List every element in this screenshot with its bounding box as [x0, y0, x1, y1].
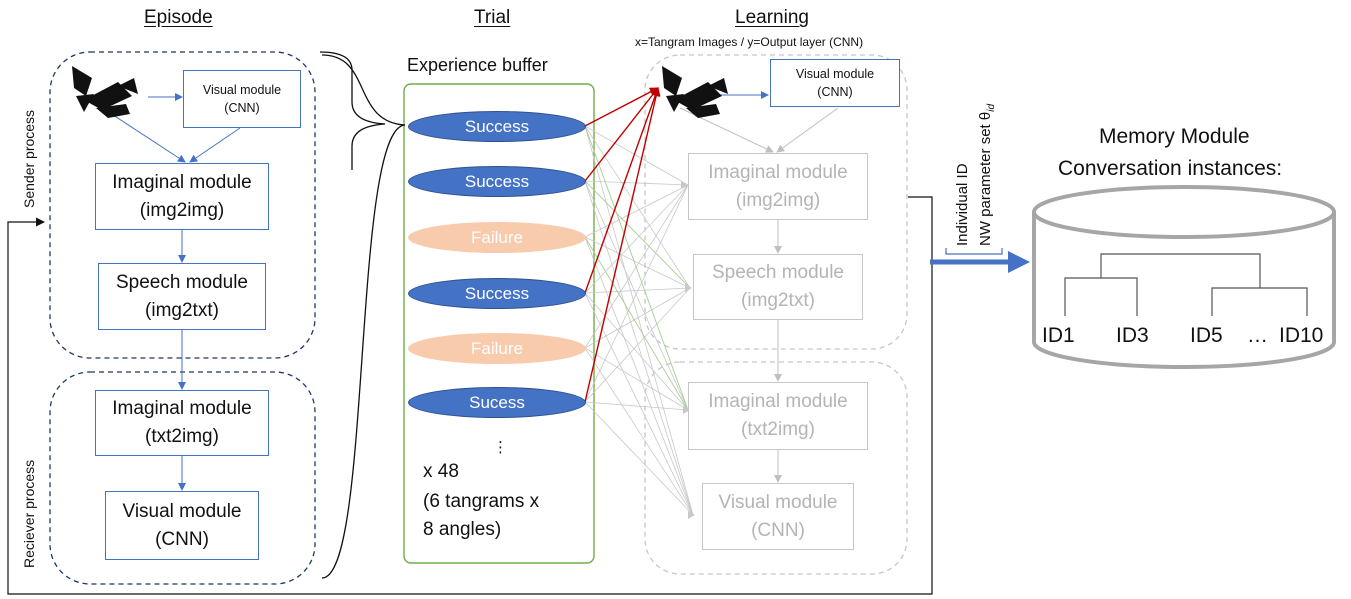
- transfer-arrow: [1008, 251, 1030, 273]
- transfer-label-parameter-set: NW parameter set θid: [977, 103, 997, 246]
- parameter-set-subscript: id: [986, 103, 997, 112]
- experience-buffer-box: [403, 83, 595, 564]
- module-name: Imaginal module: [708, 161, 848, 183]
- tangram-image-episode: [72, 66, 138, 118]
- episode-imaginal-module-sender: Imaginal module (img2img): [95, 163, 269, 230]
- episode-header: Episode: [144, 7, 213, 28]
- memory-id-3: ID3: [1116, 324, 1149, 347]
- module-name: Imaginal module: [112, 398, 252, 420]
- module-name: Speech module: [115, 271, 249, 293]
- learning-visual-module-bottom: Visual module (CNN): [702, 483, 854, 550]
- module-name: Visual module: [202, 82, 282, 97]
- module-type: (img2txt): [145, 299, 219, 321]
- buffer-item-5: Failure: [408, 333, 586, 364]
- sender-process-label: Sender process: [21, 109, 37, 208]
- buffer-fanout-lines: [584, 125, 694, 516]
- module-name: Speech module: [711, 262, 845, 284]
- buffer-ellipsis: ⋮: [493, 439, 508, 456]
- receiver-process-label: Reciever process: [21, 459, 37, 568]
- buffer-item-4: Success: [408, 278, 586, 309]
- sender-brace: [319, 51, 386, 170]
- module-type: (img2txt): [741, 290, 815, 311]
- module-type: (CNN): [224, 101, 260, 115]
- episode-visual-module-bottom: Visual module (CNN): [105, 491, 259, 560]
- learning-speech-module: Speech module (img2txt): [693, 254, 863, 320]
- module-type: (txt2img): [145, 426, 219, 447]
- buffer-item-3: Failure: [408, 222, 586, 253]
- learning-caption: x=Tangram Images / y=Output layer (CNN): [635, 35, 864, 49]
- module-type: (CNN): [155, 528, 209, 550]
- memory-title-line2: Conversation instances:: [1058, 157, 1283, 180]
- feedback-loop-line: [7, 196, 933, 595]
- buffer-note-line2: 8 angles): [423, 519, 502, 540]
- dendrogram: [1064, 253, 1308, 316]
- memory-id-1: ID1: [1042, 324, 1075, 347]
- sender-process-group: [49, 51, 316, 359]
- transfer-bracket: [945, 248, 1003, 255]
- episode-imaginal-module-receiver: Imaginal module (txt2img): [95, 390, 269, 456]
- experience-buffer-title: Experience buffer: [407, 55, 548, 75]
- buffer-item-6: Sucess: [408, 387, 586, 418]
- module-type: (CNN): [817, 85, 853, 99]
- buffer-item-2: Success: [408, 166, 586, 197]
- trial-header: Trial: [474, 7, 511, 28]
- module-name: Imaginal module: [708, 391, 848, 413]
- module-type: (CNN): [751, 519, 805, 541]
- memory-id-ellipsis: …: [1247, 324, 1268, 347]
- parameter-set-text: NW parameter set θ: [977, 111, 994, 246]
- tangram-image-learning: [662, 66, 728, 118]
- episode-visual-module-top: Visual module (CNN): [183, 70, 301, 128]
- success-to-image-links: [584, 87, 661, 403]
- module-name: Visual module: [795, 66, 875, 81]
- module-type: (txt2img): [741, 419, 815, 440]
- memory-id-10: ID10: [1279, 324, 1324, 347]
- memory-title-line1: Memory Module: [1099, 125, 1250, 148]
- learning-visual-module-top: Visual module (CNN): [770, 59, 900, 107]
- module-type: (img2img): [139, 199, 225, 221]
- memory-id-5: ID5: [1190, 324, 1223, 347]
- episode-brace: [321, 54, 406, 579]
- learning-imaginal-module-sender: Imaginal module (img2img): [688, 153, 868, 220]
- module-name: Imaginal module: [112, 171, 252, 193]
- buffer-note-line1: (6 tangrams x: [423, 491, 540, 512]
- buffer-count: x 48: [423, 461, 459, 482]
- module-name: Visual module: [718, 491, 838, 513]
- buffer-item-1: Success: [408, 111, 586, 142]
- learning-header: Learning: [735, 7, 809, 28]
- learning-sender-group: [644, 54, 908, 350]
- transfer-label-individual-id: Individual ID: [954, 163, 971, 246]
- module-type: (img2img): [735, 189, 821, 211]
- learning-receiver-group: [644, 361, 908, 575]
- episode-speech-module: Speech module (img2txt): [98, 263, 266, 330]
- learning-imaginal-module-receiver: Imaginal module (txt2img): [688, 382, 868, 450]
- module-name: Visual module: [122, 500, 242, 522]
- memory-database-cylinder: [1032, 185, 1336, 369]
